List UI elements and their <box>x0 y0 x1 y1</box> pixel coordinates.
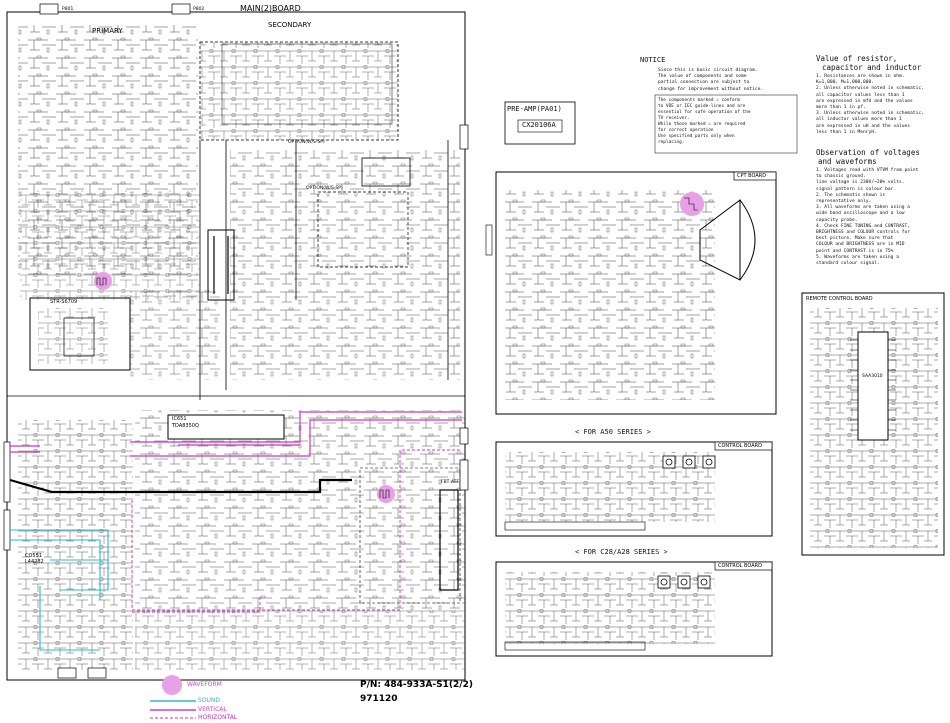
values-line: more than 1 in pf. <box>816 105 866 111</box>
observation-text: 1. Voltages read with VTVM from point to… <box>816 168 918 267</box>
main-board-outline <box>6 11 466 681</box>
secondary-label: SECONDARY <box>268 21 312 29</box>
ic-str-label: STR-S6709 <box>50 299 78 305</box>
sound-signal-traces <box>10 529 109 651</box>
notice-box <box>654 94 798 154</box>
notice-box-line: to VDE or IEC guide-lines and are <box>658 104 746 109</box>
observation-line: 1. Voltages read with VTVM from point <box>816 168 919 173</box>
observation-line: best picture. Make sure that <box>816 236 894 242</box>
cpt-board-title: CPT BOARD <box>737 173 767 179</box>
values-line: 2. Unless otherwise noted in schematic, <box>816 86 924 92</box>
conn-p801: P801 <box>62 7 74 12</box>
date-code: 971120 <box>360 694 398 704</box>
primary-label: PRIMARY <box>92 27 123 35</box>
notice-line: Since this is basic circuit diagram. <box>658 68 758 73</box>
observation-line: to chassis ground. <box>816 174 866 180</box>
observation-title-2: and waveforms <box>818 157 877 166</box>
remote-ic-label: SAA3010 <box>862 374 883 379</box>
observation-line: line voltage is 230V/~20% volts. <box>816 180 905 186</box>
values-line: 1. Resistances are shown in ohm. <box>816 74 905 79</box>
notice-line: change for improvement without notice. <box>658 86 764 92</box>
preamp-part: CX20106A <box>522 121 556 129</box>
preamp-title: PRE-AMP(PA01) <box>507 105 562 113</box>
notice-line: The value of components and some <box>658 74 747 80</box>
observation-line: signal pattern is colour bar. <box>816 186 897 192</box>
cpt-board <box>485 171 777 415</box>
notice-title: NOTICE <box>640 56 666 64</box>
a50-board-title: CONTROL BOARD <box>718 443 762 449</box>
ic-sound-label: L44282 <box>25 559 44 565</box>
waveform-marker-2 <box>377 485 395 503</box>
notice-box-line: The components marked ⚠ conform <box>658 98 740 103</box>
notice-line: partial connection are subject to <box>658 80 750 86</box>
observation-line: BRIGHTNESS and COLOUR controls for <box>816 230 911 236</box>
notice-box-text: The components marked ⚠ conform to VDE o… <box>658 98 751 146</box>
ic-tda8350-block <box>167 414 285 440</box>
option-top-label: OPTION(W/S-SP) <box>288 140 325 145</box>
values-line: are expressed in mfd and the values <box>816 98 913 104</box>
legend-sound: SOUND <box>198 697 221 704</box>
c28-control-board <box>495 561 773 657</box>
notice-box-line: While those marked ⚠ are required <box>658 122 746 127</box>
observation-title-1: Observation of voltages <box>816 148 920 157</box>
notice-box-line: TV receiver. <box>658 116 690 121</box>
observation-line: 5. Waveforms are taken using a <box>816 254 899 260</box>
values-line: 3. Unless otherwise noted in schematic, <box>816 111 924 117</box>
values-line: all capacitor values less than 1 <box>816 92 905 98</box>
notice-box-line: for correct operation <box>658 128 714 133</box>
notice-text: Since this is basic circuit diagram. The… <box>658 68 763 93</box>
horizontal-signal-traces <box>131 449 462 613</box>
observation-line: 2. The schematic shown is <box>816 192 886 198</box>
preamp-box <box>504 101 576 145</box>
c28-board-title: CONTROL BOARD <box>718 563 762 569</box>
option-mid-label: OPTION(W/S-SP) <box>306 186 343 191</box>
values-line: all inductor values more than 1 <box>816 117 902 123</box>
waveform-marker-1 <box>94 272 112 290</box>
observation-line: 4. Check FINE TUNING and CONTRAST, <box>816 223 911 229</box>
observation-line: point and CONTRAST is in 75% <box>816 248 894 254</box>
observation-line: COLOUR and BRIGHTNESS are in MID <box>816 242 905 248</box>
values-line: less than 1 in MenryH. <box>816 129 877 135</box>
remote-control-board <box>801 292 945 556</box>
values-text: 1. Resistances are shown in ohm. K=1,000… <box>816 74 924 136</box>
notice-box-line: Use specified parts only when <box>658 134 735 139</box>
legend-waveform: WAVEFORM <box>187 681 222 688</box>
ic-sound-ref: CO551 <box>25 553 42 559</box>
observation-line: representative only. <box>816 199 872 205</box>
a50-series-title: < FOR A50 SERIES > <box>575 428 651 436</box>
notice-box-line: essential for safe operation of the <box>658 110 751 115</box>
ic-audio-label: TDA8350Q <box>172 423 199 429</box>
c28-series-title: < FOR C28/A28 SERIES > <box>575 548 668 556</box>
values-title-2: capacitor and inductor <box>822 63 922 72</box>
conn-p802: P802 <box>193 7 205 12</box>
a50-control-board <box>495 441 773 537</box>
remote-board-title: REMOTE CONTROL BOARD <box>806 296 873 302</box>
values-line: are expressed in uH and the values <box>816 123 911 129</box>
legend-vertical: VERTICAL <box>198 706 227 713</box>
observation-line: 3. All waveforms are taken using a <box>816 205 911 211</box>
values-title-1: Value of resistor, <box>816 54 898 63</box>
part-number: P/N: 484-933A-S1(2/2) <box>360 680 473 690</box>
fbt-label: FBT ATF <box>441 480 459 485</box>
ic-audio-ref: IC651 <box>172 416 187 422</box>
legend-horizontal: HORIZONTAL <box>198 714 238 721</box>
legend-swatches <box>150 675 196 719</box>
option-region-mid <box>317 191 409 268</box>
main-board-title: MAIN(2)BOARD <box>240 4 301 13</box>
values-line: K=1,000, M=1,000,000. <box>816 80 875 86</box>
cpt-waveform-marker <box>680 192 704 216</box>
observation-line: wide band oscilloscope and a low <box>816 211 905 217</box>
observation-line: standard colour signal. <box>816 261 880 267</box>
notice-box-line: replacing. <box>658 140 685 145</box>
observation-line: capacity probe. <box>816 217 858 223</box>
vertical-signal-traces <box>10 411 462 457</box>
option-region-top <box>199 41 399 141</box>
main-board <box>3 3 469 681</box>
